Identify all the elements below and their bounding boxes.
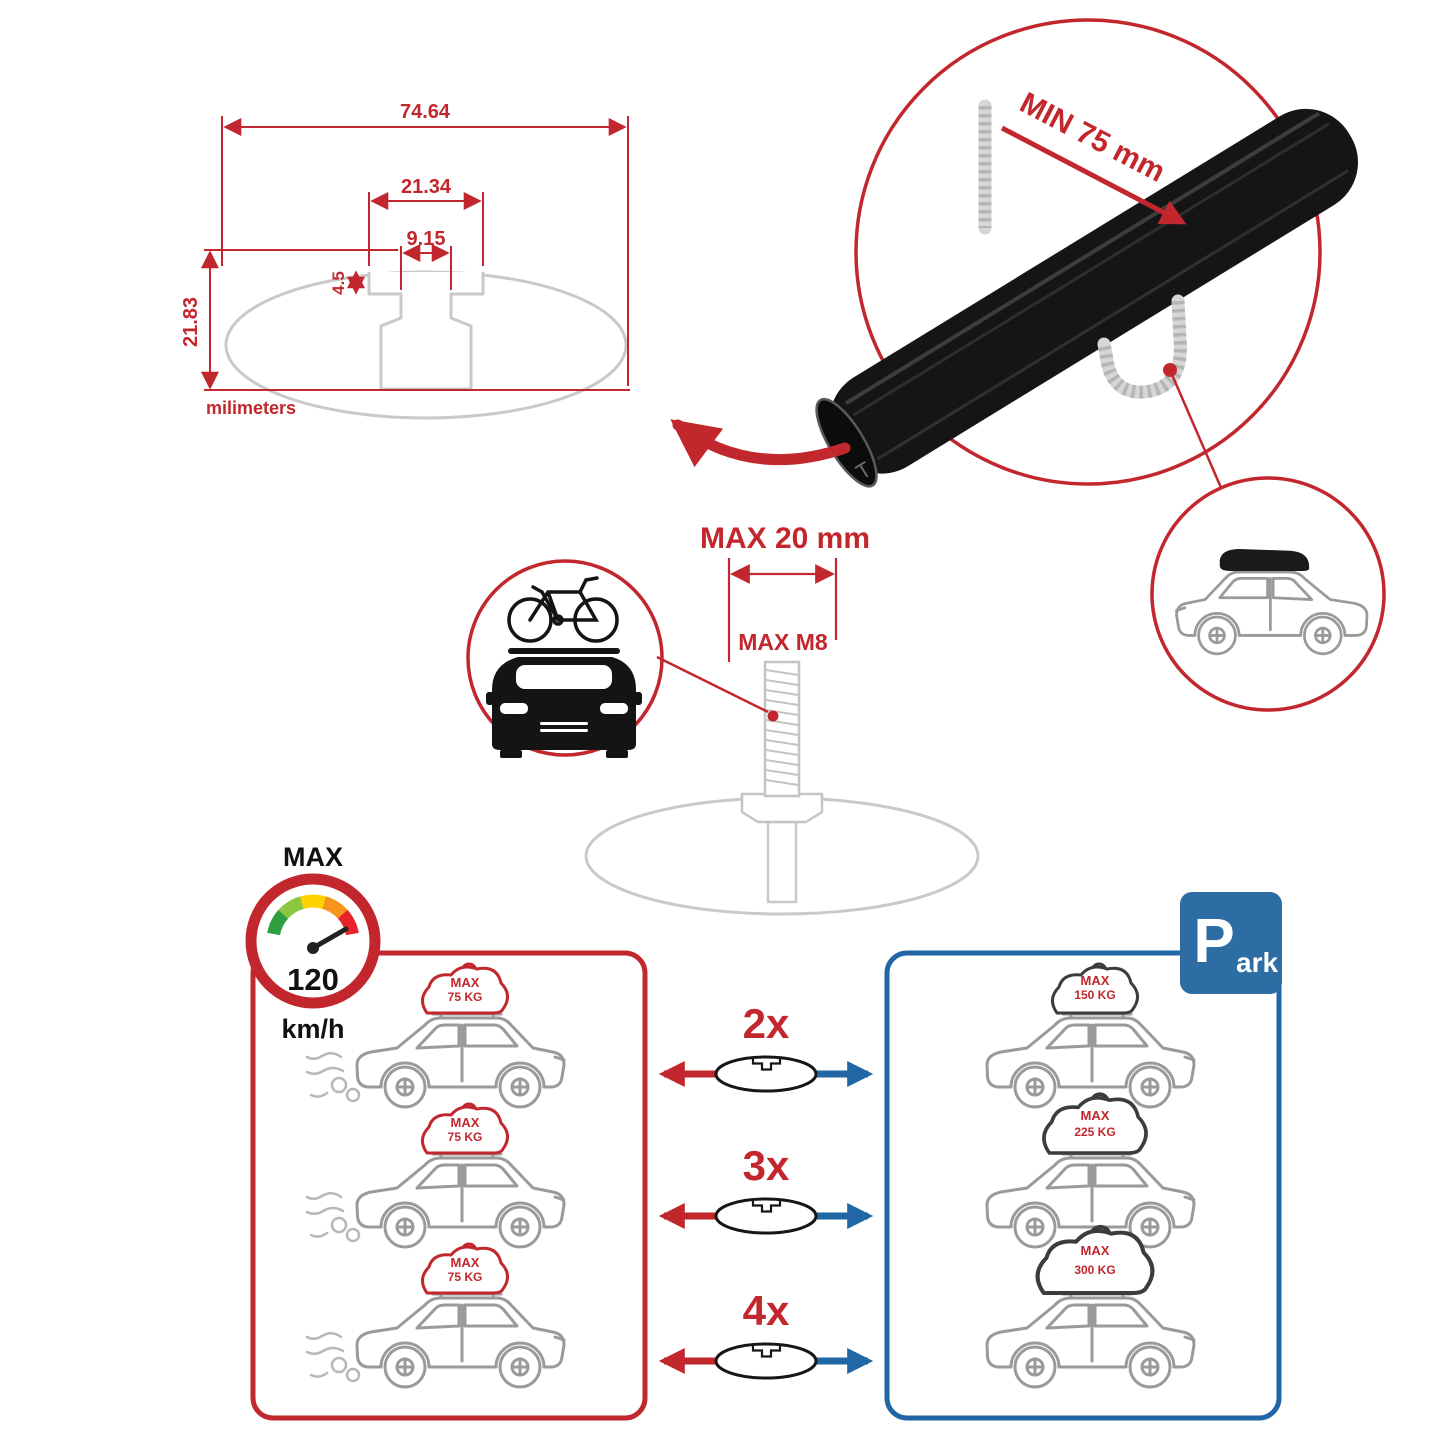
- gauge-arc: [267, 894, 359, 936]
- parked-car-row-2: MAX 225 KG: [985, 1092, 1196, 1249]
- parked-car-row-3: MAX 300 KG: [985, 1227, 1196, 1389]
- multiplier-row-2x: 2x: [658, 1000, 874, 1093]
- bicycle-icon: [507, 576, 619, 643]
- multiplier-row-3x: 3x: [658, 1142, 874, 1235]
- gauge-unit: km/h: [281, 1014, 344, 1044]
- suv-car: [1175, 548, 1369, 656]
- gauge-pivot: [307, 942, 319, 954]
- load-max: MAX: [451, 1255, 480, 1270]
- gauge-needle: [310, 926, 349, 951]
- gauge-max-label: MAX: [283, 842, 343, 872]
- bottom-usage-diagram: MAX 120 km/h P ark MAX 75 KG: [245, 842, 1282, 1421]
- speed-limit-gauge: MAX 120 km/h: [245, 842, 381, 1044]
- parking-sign-ark: ark: [1236, 947, 1278, 978]
- crossbar-profile-icon: [714, 1197, 818, 1235]
- callout-line: [1168, 369, 1224, 491]
- parking-sign: P ark: [1180, 892, 1282, 994]
- load-kg: 225 KG: [1074, 1125, 1115, 1139]
- dimension-lines: [201, 116, 630, 391]
- roof-box: [1219, 548, 1310, 572]
- load-max: MAX: [1081, 1243, 1110, 1258]
- bike-callout-line: [656, 655, 769, 714]
- bolt-callout-dot: [767, 710, 779, 722]
- load-kg: 75 KG: [448, 990, 483, 1004]
- crossbar-profile-icon: [714, 1342, 818, 1380]
- units-label: milimeters: [206, 398, 296, 418]
- multiplier-label: 2x: [743, 1000, 790, 1047]
- dim-slot-inner: 9.15: [407, 228, 446, 250]
- load-max: MAX: [1081, 1108, 1110, 1123]
- min-grip-arrow: [1000, 125, 1187, 225]
- bolt-lower-shaft: [766, 820, 798, 904]
- profile-dimension-drawing: 74.64 21.34 9.15 4.5 21.83 milimeters: [180, 101, 630, 420]
- load-max: MAX: [451, 1115, 480, 1130]
- moving-car-row-3: MAX 75 KG: [305, 1242, 566, 1389]
- moving-car-row-2: MAX 75 KG: [305, 1102, 566, 1249]
- dim-slot-depth: 4.5: [329, 271, 348, 295]
- profile-icon-slot: [751, 1345, 782, 1358]
- suv-roofbox-badge: [1150, 476, 1386, 712]
- load-kg: 75 KG: [448, 1130, 483, 1144]
- load-max: MAX: [1081, 973, 1110, 988]
- profile-t-slot: [367, 272, 485, 391]
- bike-car-badge: [466, 559, 769, 758]
- gauge-value: 120: [287, 962, 339, 997]
- bolt-spec-diagram: MAX 20 mm MAX M8: [466, 522, 980, 916]
- u-bolt-hook: [1097, 294, 1187, 399]
- profile-icon-slot: [751, 1058, 782, 1071]
- moving-car-row-1: MAX 75 KG: [305, 962, 566, 1109]
- dim-total-width: 74.64: [400, 101, 451, 123]
- crossbar-profile-icon: [714, 1055, 818, 1093]
- car-front-silhouette: [486, 648, 642, 758]
- load-kg: 300 KG: [1074, 1263, 1115, 1277]
- parking-sign-plate: [1180, 892, 1282, 994]
- threaded-bolt: [763, 660, 801, 798]
- load-kg: 75 KG: [448, 1270, 483, 1284]
- max-length-label: MAX 20 mm: [700, 522, 870, 555]
- zoom-circle: [854, 18, 1322, 486]
- multiplier-label: 3x: [743, 1142, 790, 1189]
- crossbar-closeup: MIN 75 mm: [670, 18, 1386, 712]
- bolt-dimension-lines: [727, 558, 838, 662]
- multiplier-label: 4x: [743, 1287, 790, 1334]
- multiplier-row-4x: 4x: [658, 1287, 874, 1380]
- max-thread-label: MAX M8: [738, 629, 828, 655]
- profile-pointer-arrow: [670, 419, 851, 468]
- profile-icon-slot: [751, 1200, 782, 1213]
- parking-sign-p: P: [1193, 907, 1234, 976]
- load-max: MAX: [451, 975, 480, 990]
- load-kg: 150 KG: [1074, 988, 1115, 1002]
- dim-slot-outer: 21.34: [401, 176, 452, 198]
- parked-car-row-1: MAX 150 KG: [985, 962, 1196, 1109]
- t-nut: [740, 792, 824, 824]
- dim-total-height: 21.83: [180, 297, 202, 347]
